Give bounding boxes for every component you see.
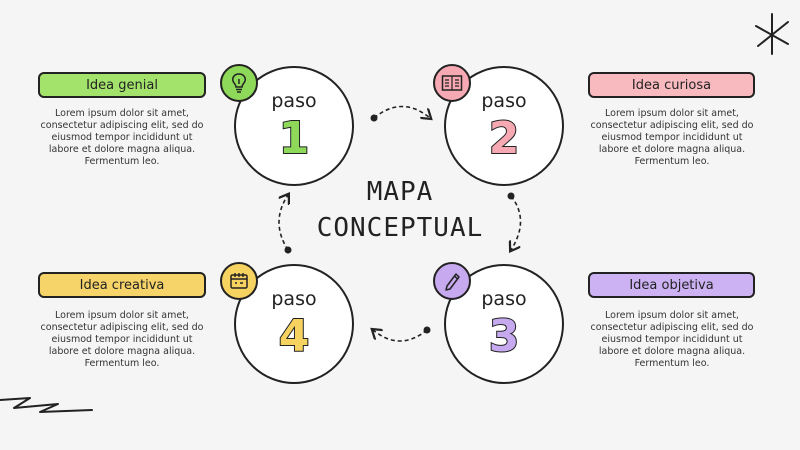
step-2-label: Idea curiosa xyxy=(588,72,755,98)
step-3-word: paso xyxy=(481,288,527,310)
step-1-word: paso xyxy=(271,90,317,112)
step-2-description: Lorem ipsum dolor sit amet, consectetur … xyxy=(590,108,754,167)
step-1-label: Idea genial xyxy=(38,72,206,98)
step-4-description: Lorem ipsum dolor sit amet, consectetur … xyxy=(40,310,204,369)
step-4-circle: paso 4 xyxy=(234,264,354,384)
step-1-number: 1 xyxy=(278,113,311,165)
step-1-badge xyxy=(220,64,258,102)
book-icon xyxy=(441,75,463,91)
arrow-1-to-2 xyxy=(373,105,430,119)
title-line-2: CONCEPTUAL xyxy=(316,213,484,243)
lightbulb-icon xyxy=(232,73,246,93)
step-2-label-text: Idea curiosa xyxy=(631,77,712,93)
step-3-label-text: Idea objetiva xyxy=(629,277,714,293)
pencil-icon xyxy=(445,273,460,291)
step-2-word: paso xyxy=(481,90,527,112)
step-4-badge xyxy=(220,262,258,300)
arrow-3-to-4 xyxy=(373,330,428,342)
step-3-description: Lorem ipsum dolor sit amet, consectetur … xyxy=(590,310,754,369)
step-4-number: 4 xyxy=(278,311,311,363)
step-1-label-text: Idea genial xyxy=(86,77,158,93)
step-3-badge xyxy=(433,262,471,300)
title-line-1: MAPA xyxy=(366,177,434,207)
step-4-label: Idea creativa xyxy=(38,272,206,298)
arrow-2-to-3 xyxy=(511,195,522,250)
step-1-description: Lorem ipsum dolor sit amet, consectetur … xyxy=(40,108,204,167)
step-2-number: 2 xyxy=(488,113,521,165)
calendar-icon xyxy=(230,273,248,289)
step-4-word: paso xyxy=(271,288,317,310)
star-doodle-icon xyxy=(755,13,789,55)
zigzag-doodle-icon xyxy=(0,397,93,413)
arrow-4-to-1 xyxy=(278,195,288,251)
step-4-label-text: Idea creativa xyxy=(79,277,165,293)
step-3-label: Idea objetiva xyxy=(588,272,755,298)
step-2-badge xyxy=(433,64,471,102)
step-3-number: 3 xyxy=(488,311,521,363)
